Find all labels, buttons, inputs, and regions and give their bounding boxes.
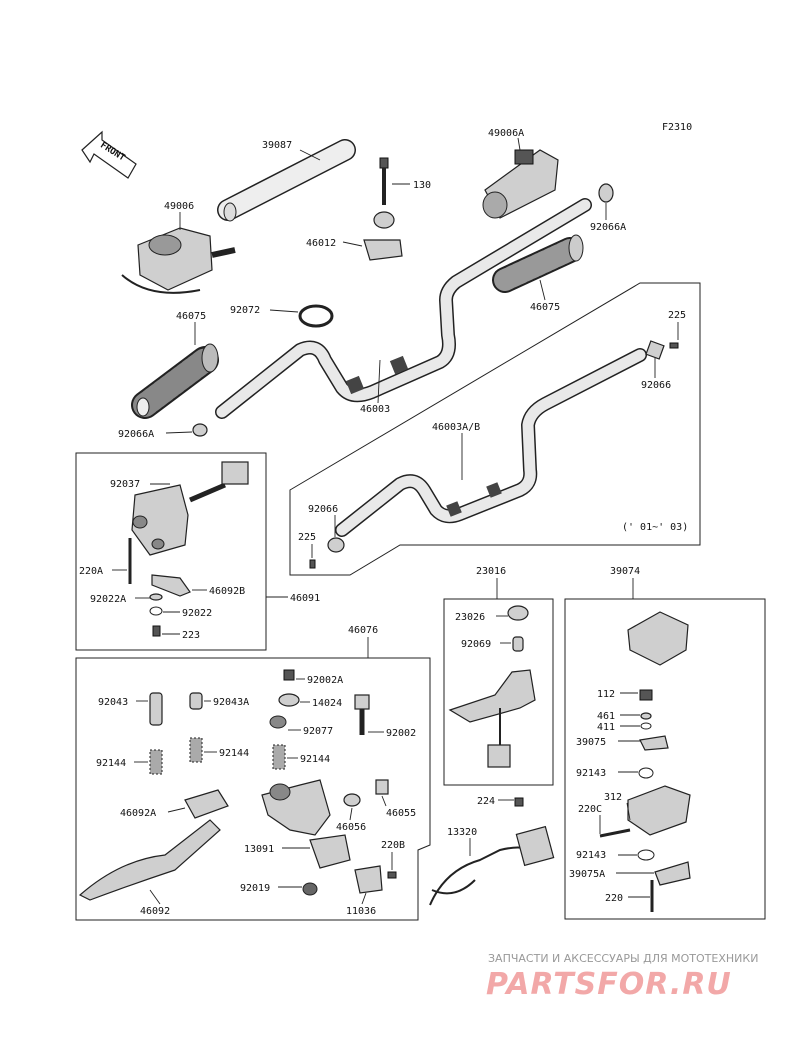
label-39075: 39075 xyxy=(576,737,606,748)
figure-code: F2310 xyxy=(662,122,692,133)
switch-housing-49006a xyxy=(482,149,559,219)
label-224: 224 xyxy=(477,796,495,807)
label-46091: 46091 xyxy=(290,593,320,604)
label-92037: 92037 xyxy=(110,479,140,490)
label-46075-left: 46075 xyxy=(176,311,206,322)
bolt-130 xyxy=(379,157,389,205)
label-39074: 39074 xyxy=(610,566,640,577)
watermark-brand: PARTSFOR.RU xyxy=(486,967,732,1002)
label-92043a: 92043A xyxy=(213,697,249,708)
label-225-top: 225 xyxy=(668,310,686,321)
bar-end-92066a-left xyxy=(192,423,208,437)
label-13320: 13320 xyxy=(447,827,477,838)
switch-assembly-49006 xyxy=(121,227,236,294)
label-92144-mid: 92144 xyxy=(219,748,249,759)
label-92143-top: 92143 xyxy=(576,768,606,779)
label-92144-right: 92144 xyxy=(300,754,330,765)
label-92022: 92022 xyxy=(182,608,212,619)
handlebar-46003ab xyxy=(335,348,647,537)
label-92002: 92002 xyxy=(386,728,416,739)
label-225-bottom: 225 xyxy=(298,532,316,543)
label-92002a: 92002A xyxy=(307,675,343,686)
lever-box-46076 xyxy=(75,657,431,921)
label-46003: 46003 xyxy=(360,404,390,415)
label-312: 312 xyxy=(604,792,622,803)
grip-39087 xyxy=(217,139,356,222)
bar-end-92066-right xyxy=(645,340,679,360)
label-92066a-right: 92066A xyxy=(590,222,626,233)
label-220b: 220B xyxy=(381,840,405,851)
label-92022a: 92022A xyxy=(90,594,126,605)
label-39087: 39087 xyxy=(262,140,292,151)
label-46092: 46092 xyxy=(140,906,170,917)
grip-46075-right xyxy=(492,234,584,293)
grip-46075-left xyxy=(131,343,219,419)
label-92072: 92072 xyxy=(230,305,260,316)
label-92019: 92019 xyxy=(240,883,270,894)
label-49006a: 49006A xyxy=(488,128,524,139)
label-46076: 46076 xyxy=(348,625,378,636)
label-46092a: 46092A xyxy=(120,808,156,819)
label-92043: 92043 xyxy=(98,697,128,708)
label-92069: 92069 xyxy=(461,639,491,650)
label-46003ab: 46003A/B xyxy=(432,422,480,433)
front-arrow-icon: FRONT xyxy=(81,130,137,179)
label-46012: 46012 xyxy=(306,238,336,249)
label-92066a-left: 92066A xyxy=(118,429,154,440)
label-49006: 49006 xyxy=(164,201,194,212)
label-23026: 23026 xyxy=(455,612,485,623)
label-92066-left: 92066 xyxy=(308,504,338,515)
label-46075-right: 46075 xyxy=(530,302,560,313)
bar-end-92066-left xyxy=(309,537,345,569)
watermark-tagline: ЗАПЧАСТИ И АКСЕССУАРЫ ДЛЯ МОТОТЕХНИКИ xyxy=(488,952,758,965)
label-92144-left: 92144 xyxy=(96,758,126,769)
label-112: 112 xyxy=(597,689,615,700)
label-11036: 11036 xyxy=(346,906,376,917)
switch-23016-assembly xyxy=(448,605,536,768)
switch-box-46091 xyxy=(75,452,267,651)
label-23016: 23016 xyxy=(476,566,506,577)
label-130: 130 xyxy=(413,180,431,191)
bar-end-92066a-right xyxy=(598,183,614,203)
label-220a: 220A xyxy=(79,566,103,577)
label-220c: 220C xyxy=(578,804,602,815)
label-14024: 14024 xyxy=(312,698,342,709)
label-92077: 92077 xyxy=(303,726,333,737)
clamp-46012 xyxy=(363,211,403,261)
label-39075a: 39075A xyxy=(569,869,605,880)
switch-39074-assembly xyxy=(599,611,691,912)
label-411: 411 xyxy=(597,722,615,733)
date-note: (' 01~' 03) xyxy=(622,522,688,533)
handlebar-46003 xyxy=(215,198,592,419)
switch-46091-assembly xyxy=(128,461,249,637)
label-46055: 46055 xyxy=(386,808,416,819)
switch-box-23016 xyxy=(443,598,554,786)
clip-92072 xyxy=(298,304,334,328)
label-92066-right: 92066 xyxy=(641,380,671,391)
label-46092b: 46092B xyxy=(209,586,245,597)
label-223: 223 xyxy=(182,630,200,641)
label-461: 461 xyxy=(597,711,615,722)
label-220: 220 xyxy=(605,893,623,904)
variant-frame xyxy=(289,282,701,576)
clutch-switch-13320 xyxy=(429,797,555,906)
label-92143-bottom: 92143 xyxy=(576,850,606,861)
switch-box-39074 xyxy=(564,598,766,920)
label-13091: 13091 xyxy=(244,844,274,855)
lever-46076-assembly xyxy=(78,669,397,901)
label-46056: 46056 xyxy=(336,822,366,833)
